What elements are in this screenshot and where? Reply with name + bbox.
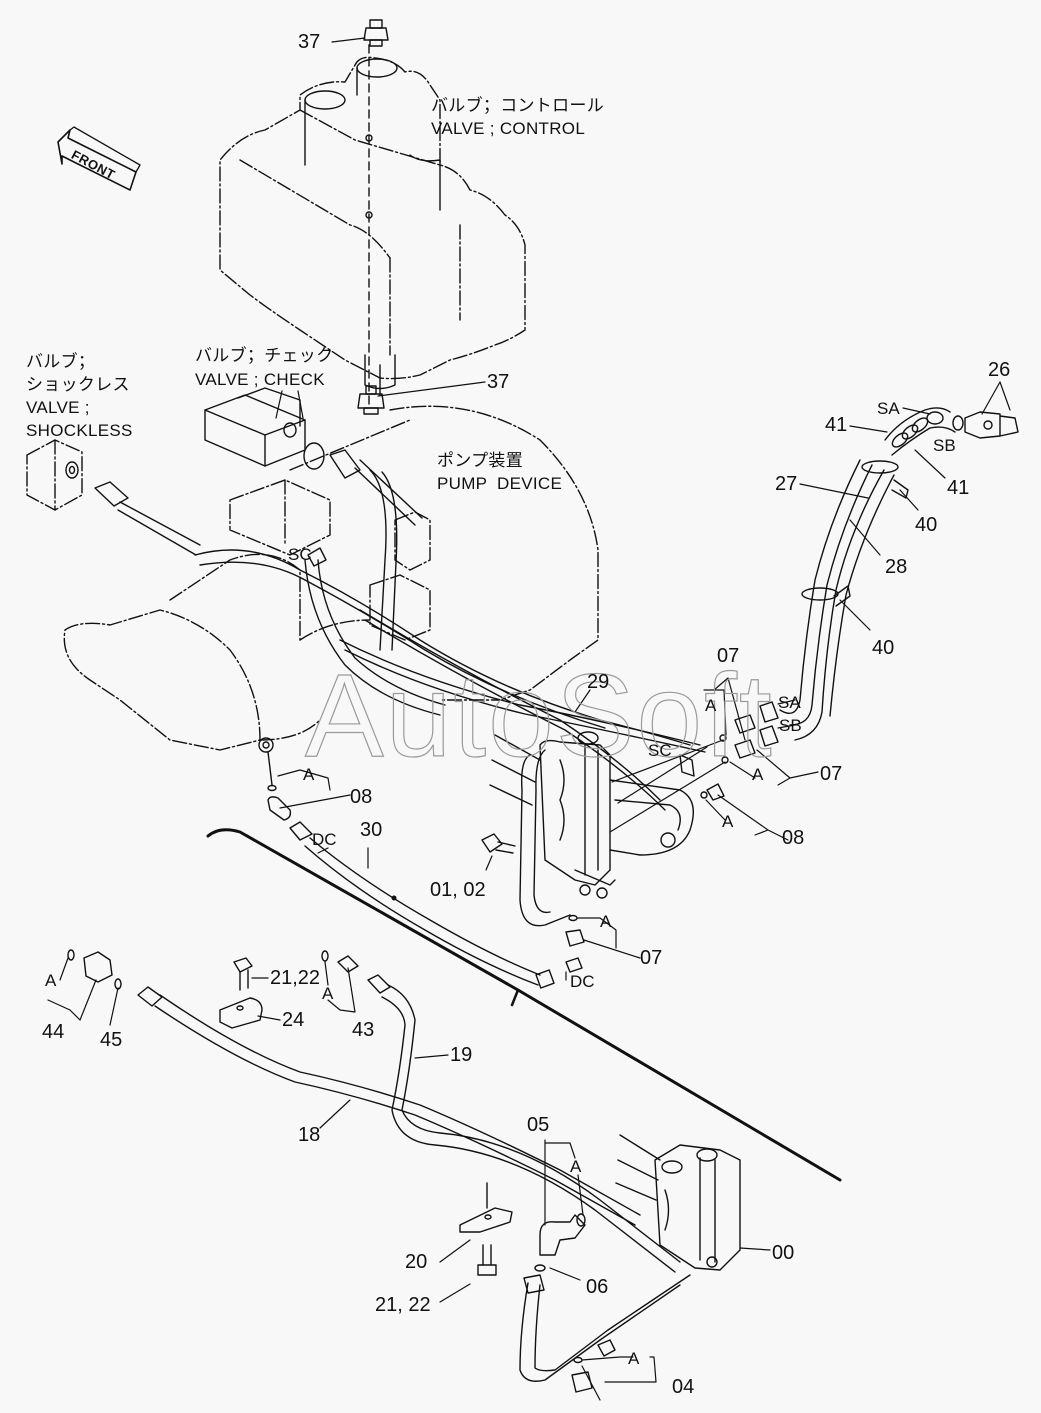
- o-ring-check: [303, 442, 325, 470]
- callout-41-left: 41: [825, 414, 848, 436]
- callout-37-top: 37: [298, 31, 321, 53]
- o-ring-06: [534, 1264, 546, 1272]
- callout-28: 28: [885, 556, 908, 578]
- callout-40-top: 40: [915, 514, 938, 536]
- pipe-u-bottom: [519, 1274, 691, 1382]
- callout-sa-top: SA: [877, 399, 900, 418]
- fitting-04: [571, 1339, 616, 1393]
- hoses-27-28: [779, 459, 895, 741]
- callout-08-right: 08: [782, 827, 805, 849]
- callout-a-05: A: [570, 1157, 582, 1176]
- callout-sb-mid: SB: [779, 716, 802, 735]
- callout-37-middle: 37: [487, 371, 510, 393]
- caption-pump-device-en: PUMP DEVICE: [437, 474, 563, 493]
- front-arrow-icon: [57, 129, 137, 191]
- caption-check-valve-en: VALVE ; CHECK: [195, 370, 325, 389]
- clamp-24: [219, 997, 263, 1029]
- callout-07-top: 07: [717, 645, 740, 667]
- callout-07-mid: 07: [820, 763, 843, 785]
- bolt-21-22-bottom: [477, 1244, 497, 1276]
- callout-sc-left: SC: [288, 545, 312, 564]
- caption-shockless-en-2: SHOCKLESS: [26, 421, 133, 440]
- caption-shockless-en-1: VALVE ;: [26, 398, 90, 417]
- fitting-43: [321, 950, 359, 973]
- callout-08-left: 08: [350, 786, 373, 808]
- bolt-01-02: [481, 833, 516, 854]
- hose-end-sa-sb: [884, 407, 964, 456]
- caption-check-valve-jp: バルブ；チェック: [195, 346, 334, 365]
- callout-a-07-top: A: [705, 696, 717, 715]
- callout-01-02: 01, 02: [430, 879, 486, 901]
- callout-18: 18: [298, 1124, 321, 1146]
- clamp-40-bottom: [801, 585, 851, 607]
- fittings-07-right: [679, 701, 779, 801]
- nut-07-low: [565, 914, 585, 947]
- callout-21-22-top: 21,22: [270, 967, 321, 989]
- caption-shockless-jp-1: バルブ；: [26, 352, 96, 371]
- callout-00: 00: [772, 1242, 795, 1264]
- callout-dc-right: DC: [570, 972, 595, 991]
- callout-29: 29: [587, 671, 610, 693]
- callout-a-04: A: [628, 1349, 640, 1368]
- callout-a-07-mid: A: [752, 765, 764, 784]
- callout-06: 06: [586, 1276, 609, 1298]
- pipe-18: [137, 986, 641, 1226]
- callout-a-44: A: [45, 971, 57, 990]
- callout-26: 26: [988, 359, 1011, 381]
- callout-20: 20: [405, 1251, 428, 1273]
- fitting-08-left: [258, 737, 292, 821]
- caption-shockless-jp-2: ショックレス: [26, 375, 130, 394]
- fitting-26: [964, 411, 1019, 439]
- callout-sc-mid: SC: [648, 741, 672, 760]
- callout-a-43: A: [322, 984, 334, 1003]
- pipe-bundle-29: [194, 549, 706, 811]
- callout-21-22-bottom: 21, 22: [375, 1294, 431, 1316]
- callout-19: 19: [450, 1044, 473, 1066]
- callout-45: 45: [100, 1029, 123, 1051]
- pipe-sc: [304, 547, 446, 716]
- callout-44: 44: [42, 1021, 65, 1043]
- caption-pump-device-jp: ポンプ装置: [437, 451, 523, 470]
- callout-dc-left: DC: [312, 830, 337, 849]
- pipe-30: [289, 821, 555, 989]
- clamp-40-top: [861, 460, 909, 499]
- pipe-19: [367, 974, 681, 1273]
- callout-30: 30: [360, 819, 383, 841]
- callout-40-bottom: 40: [872, 637, 895, 659]
- callout-05: 05: [527, 1114, 550, 1136]
- shockless-fitting: [94, 481, 201, 556]
- group-boundary-line: [206, 828, 842, 1182]
- callout-07-low: 07: [640, 947, 663, 969]
- callout-a-08-left: A: [303, 765, 315, 784]
- callout-04: 04: [672, 1376, 695, 1398]
- callout-41-right: 41: [947, 477, 970, 499]
- nut-dc-right: [565, 957, 583, 973]
- callout-a-07-low: A: [600, 912, 612, 931]
- control-valve-cylinders: [304, 58, 441, 396]
- check-valve: [204, 387, 306, 467]
- leader-lines: [47, 37, 1011, 1401]
- fitting-37-top: [363, 19, 389, 47]
- caption-control-valve-jp: バルブ；コントロール: [431, 96, 604, 115]
- callout-24: 24: [282, 1009, 305, 1031]
- callout-27: 27: [775, 473, 798, 495]
- elbow-05: [539, 1213, 586, 1256]
- pilot-valve-upper: [489, 731, 694, 927]
- callout-sb-top: SB: [933, 436, 956, 455]
- caption-control-valve-en: VALVE ; CONTROL: [431, 119, 586, 138]
- bolt-21-22-top: [233, 957, 253, 991]
- watermark-text: AutoSoft: [304, 649, 774, 782]
- pipe-from-check: [369, 469, 398, 651]
- callout-sa-mid: SA: [778, 693, 801, 712]
- pilot-valve-lower: [615, 1134, 741, 1271]
- shockless-valve: [26, 439, 83, 511]
- callout-43: 43: [352, 1019, 375, 1041]
- callout-a-08-right: A: [722, 812, 734, 831]
- bracket-20: [459, 1182, 513, 1233]
- fitting-37-middle: [357, 385, 385, 415]
